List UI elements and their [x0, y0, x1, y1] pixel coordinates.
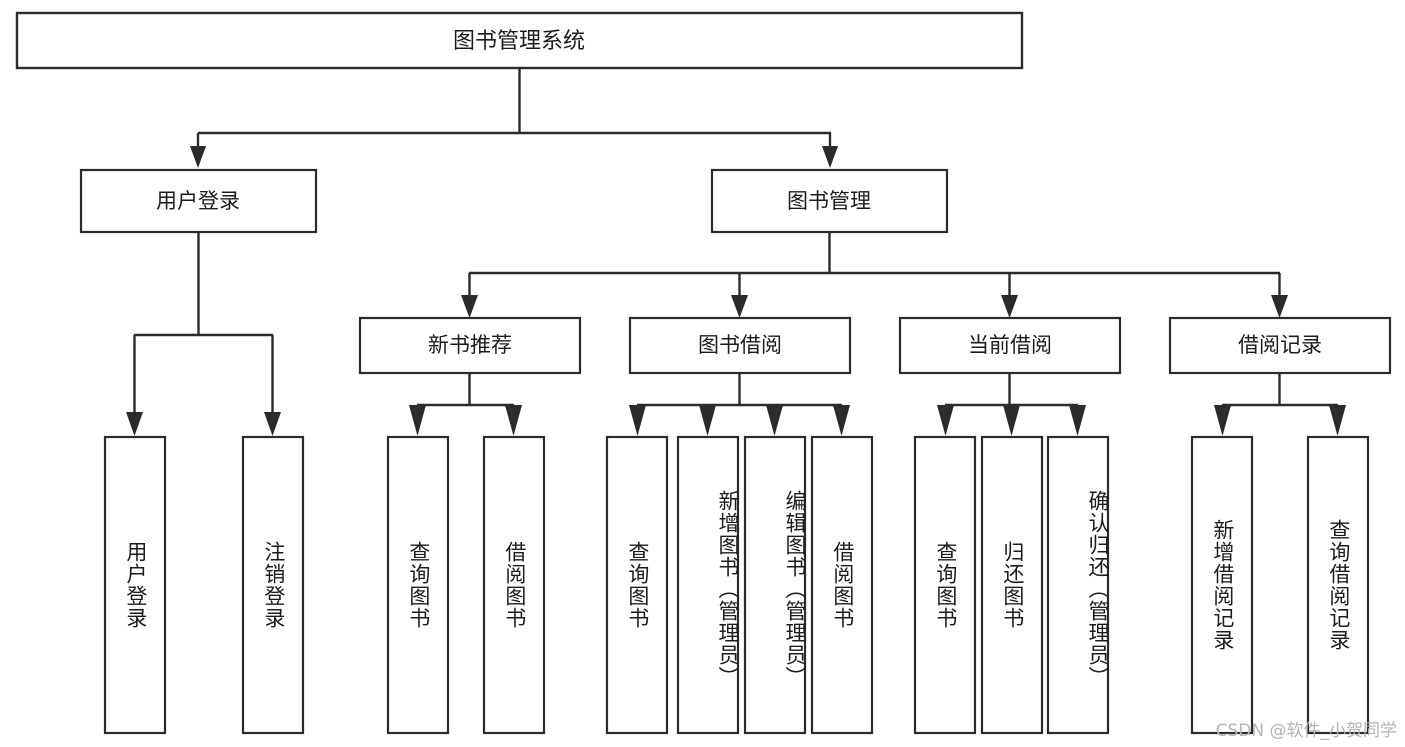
leaf-box-bb-query-book[interactable] [605, 435, 669, 735]
arrowhead-currentborrow [1001, 295, 1018, 318]
node-current-borrow-label: 当前借阅 [968, 333, 1052, 357]
node-borrow-record[interactable]: 借阅记录 [1168, 316, 1392, 375]
leaf-box-bb-borrow-book[interactable] [810, 435, 874, 735]
node-root[interactable]: 图书管理系统 [15, 11, 1024, 70]
node-book-manage-box[interactable] [710, 168, 949, 234]
arrowhead-bookborrow [731, 295, 748, 318]
node-root-label: 图书管理系统 [453, 29, 585, 54]
leaf-boxes [103, 435, 1370, 735]
node-borrow-record-box[interactable] [1168, 316, 1392, 375]
leaf-box-user-login[interactable] [103, 435, 167, 735]
node-book-borrow[interactable]: 图书借阅 [628, 316, 852, 375]
leaf-box-cb-return-book[interactable] [980, 435, 1044, 735]
leaf-box-br-query-record[interactable] [1306, 435, 1370, 735]
leaf-box-bb-edit-book[interactable] [743, 435, 807, 735]
arrowhead-bookborrow-leaf2 [699, 405, 716, 436]
arrowhead-book-manage [822, 146, 838, 168]
leaf-box-nb-borrow-book[interactable] [482, 435, 546, 735]
arrowhead-leaf-logout [264, 412, 281, 436]
arrowhead-bookborrow-leaf1 [629, 405, 646, 436]
node-book-manage-label: 图书管理 [787, 189, 871, 213]
arrowhead-borrowrecord [1271, 295, 1288, 318]
node-new-book-recommend-box[interactable] [358, 316, 582, 375]
leaf-box-cb-query-book[interactable] [913, 435, 977, 735]
csdn-watermark: CSDN @软件_小贺同学 [1215, 721, 1397, 741]
node-current-borrow-box[interactable] [898, 316, 1122, 375]
node-borrow-record-label: 借阅记录 [1238, 333, 1322, 357]
node-book-manage[interactable]: 图书管理 [710, 168, 949, 234]
arrowhead-user-login [190, 146, 206, 168]
leaf-box-br-add-record[interactable] [1190, 435, 1254, 735]
node-user-login-box[interactable] [79, 168, 318, 234]
leaf-box-nb-query-book[interactable] [386, 435, 450, 735]
node-book-borrow-label: 图书借阅 [698, 333, 782, 357]
node-new-book-recommend-label: 新书推荐 [428, 333, 512, 357]
arrowhead-newbook-leaf2 [505, 405, 522, 436]
node-user-login[interactable]: 用户登录 [79, 168, 318, 234]
arrowhead-newbook [461, 295, 478, 318]
arrowhead-leaf-user-login [126, 412, 143, 436]
arrowhead-borrowrecord-leaf2 [1329, 405, 1346, 436]
connectors [126, 68, 1346, 436]
arrowhead-borrowrecord-leaf1 [1214, 405, 1231, 436]
node-root-box[interactable] [15, 11, 1024, 70]
node-new-book-recommend[interactable]: 新书推荐 [358, 316, 582, 375]
leaf-box-cb-confirm-return[interactable] [1046, 435, 1110, 735]
node-current-borrow[interactable]: 当前借阅 [898, 316, 1122, 375]
arrowhead-bookborrow-leaf4 [833, 405, 850, 436]
arrowhead-currentborrow-leaf1 [937, 405, 954, 436]
arrowhead-currentborrow-leaf3 [1069, 405, 1086, 436]
arrowhead-bookborrow-leaf3 [766, 405, 783, 436]
leaf-box-logout[interactable] [241, 435, 305, 735]
node-book-borrow-box[interactable] [628, 316, 852, 375]
node-user-login-label: 用户登录 [156, 189, 240, 213]
arrowhead-newbook-leaf1 [409, 405, 426, 436]
arrowhead-currentborrow-leaf2 [1003, 405, 1020, 436]
leaf-box-bb-add-book[interactable] [676, 435, 740, 735]
